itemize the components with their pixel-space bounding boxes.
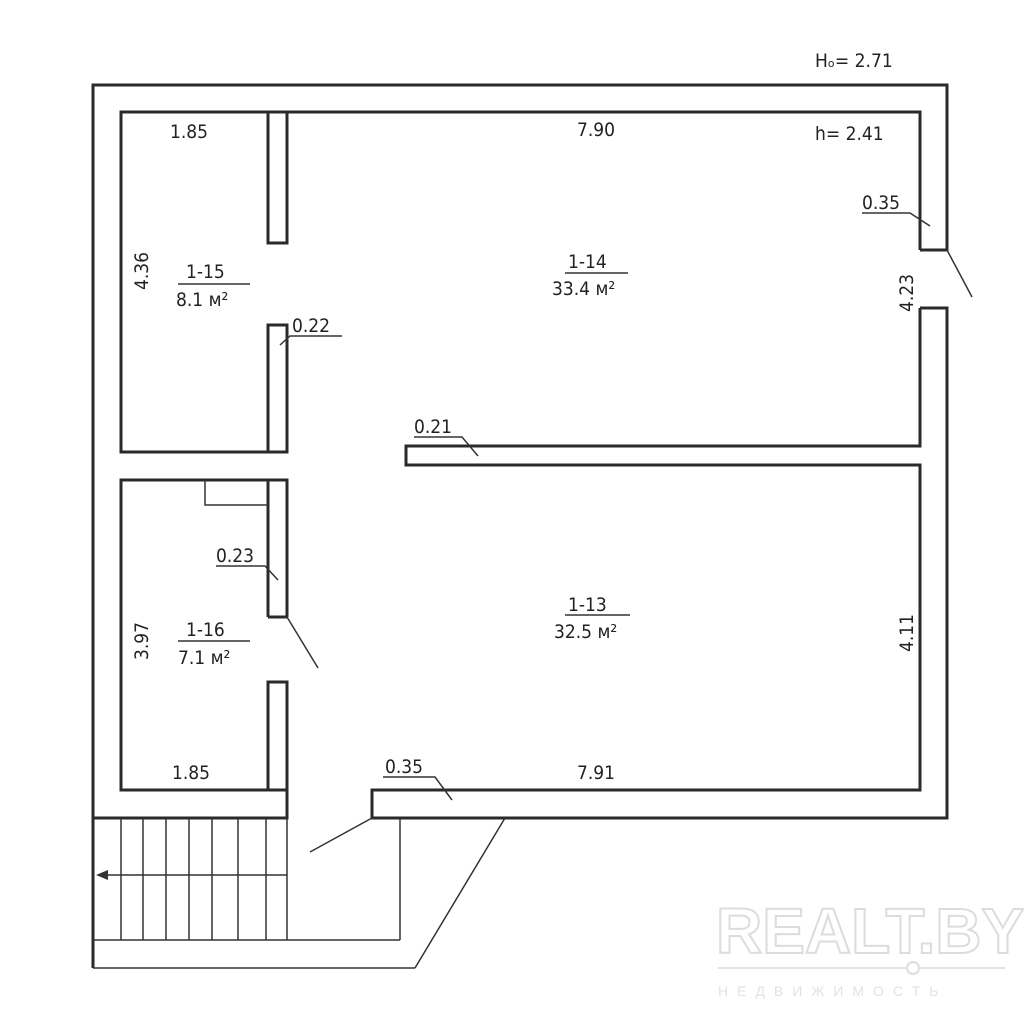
watermark: REALT.BY НЕДВИЖИМОСТЬ [715,894,1024,999]
dim-wall-partition-upper: 0.22 [292,315,330,337]
watermark-logo: REALT.BY [716,895,1024,967]
dim-top-left-width: 1.85 [170,121,208,143]
room-1-15-area: 8.1 м² [176,289,228,311]
leader [862,212,931,227]
leader [414,436,479,457]
porch-diagonal [414,817,506,969]
room-1-14-id: 1-14 [568,251,607,273]
outer-wall [91,83,949,968]
stairs [93,817,506,969]
room-1-16-id: 1-16 [186,619,225,641]
leader [383,776,453,801]
inner-wall-upper [119,110,922,454]
walls [91,83,949,968]
dim-wall-bottom: 0.35 [385,756,423,778]
dim-wall-partition-lower: 0.23 [216,545,254,567]
watermark-tagline: НЕДВИЖИМОСТЬ [718,983,947,999]
dim-right-lower-height: 4.11 [896,614,918,652]
labels: Hₒ= 2.71 h= 2.41 1.85 7.90 0.35 0.22 0.2… [131,50,918,784]
outer-height-label: Hₒ= 2.71 [815,50,893,72]
leader [216,565,279,581]
watermark-dot [906,961,920,975]
room-1-14-area: 33.4 м² [552,278,615,300]
dim-bottom-left-width: 1.85 [172,762,210,784]
leader [279,335,342,346]
dim-left-lower-height: 3.97 [131,622,153,660]
dim-wall-right: 0.35 [862,192,900,214]
door-swing-right [946,249,973,298]
dim-right-upper-height: 4.23 [896,274,918,312]
dim-top-width: 7.90 [577,119,615,141]
niche [204,480,268,506]
door-swing-entrance [309,817,373,853]
room-1-15-id: 1-15 [186,261,225,283]
door-swing-1-16 [286,616,319,669]
room-1-13-id: 1-13 [568,594,607,616]
room-1-13-area: 32.5 м² [554,621,617,643]
room-1-16-area: 7.1 м² [178,647,230,669]
leaders [178,212,931,801]
dim-left-upper-height: 4.36 [131,252,153,290]
inner-height-label: h= 2.41 [815,123,884,145]
doors [286,249,973,853]
arrow-left-icon [96,870,108,880]
outer-wall-right-lower [370,306,949,820]
partition-top [266,112,289,245]
dim-wall-middle: 0.21 [414,416,452,438]
dim-bottom-width: 7.91 [577,762,615,784]
